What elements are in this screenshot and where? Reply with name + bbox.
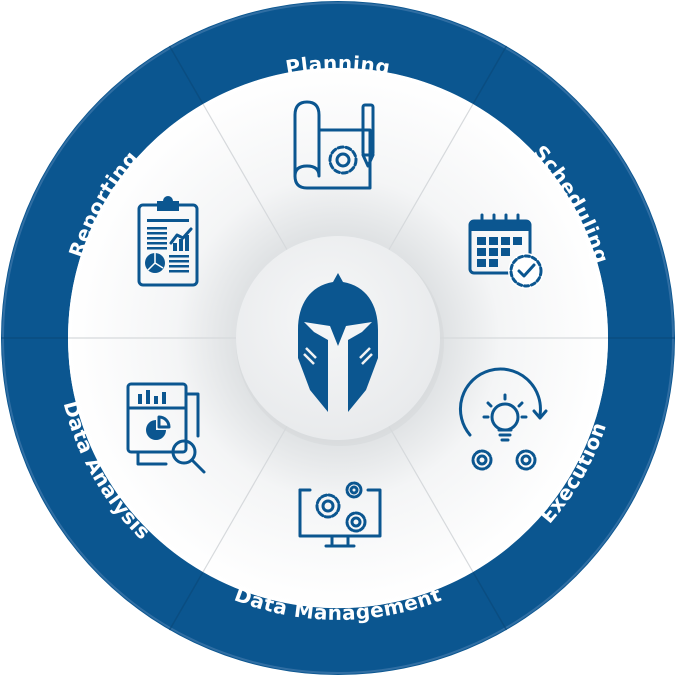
clipboard-chart-icon xyxy=(137,196,199,287)
spartan-helmet-icon xyxy=(298,273,378,412)
lightbulb-gears-icon xyxy=(459,367,548,471)
segment-data-management[interactable] xyxy=(203,338,473,609)
calendar-clock-icon xyxy=(468,213,544,289)
segment-planning[interactable] xyxy=(203,67,473,339)
blueprint-gear-pencil-icon xyxy=(293,100,375,190)
report-magnifier-icon xyxy=(126,382,206,474)
monitor-gears-icon xyxy=(298,481,382,548)
